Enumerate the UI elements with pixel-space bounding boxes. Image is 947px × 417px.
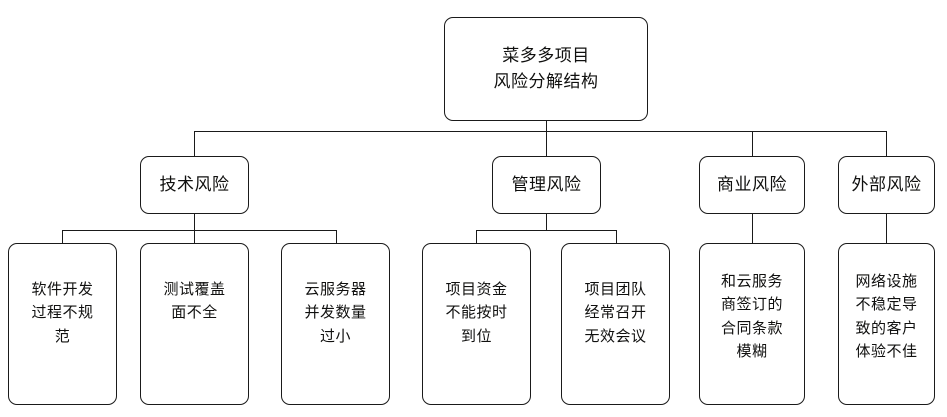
node-test-coverage[interactable]: 测试覆盖 面不全 — [140, 243, 249, 405]
node-software-dev-process-label: 软件开发 过程不规 范 — [31, 280, 94, 345]
node-root-label: 菜多多项目 风险分解结构 — [493, 45, 599, 92]
node-external-risk-label: 外部风险 — [851, 174, 922, 195]
connector-drop-external — [886, 131, 887, 156]
connector-root-stem — [546, 121, 547, 132]
connector-drop-technical — [194, 131, 195, 156]
node-unstable-network[interactable]: 网络设施 不稳定导 致的客户 体验不佳 — [838, 243, 935, 405]
node-software-dev-process[interactable]: 软件开发 过程不规 范 — [8, 243, 117, 405]
connector-drop-ineffective-meetings — [616, 230, 617, 243]
connector-drop-commercial — [752, 131, 753, 156]
node-technical-risk[interactable]: 技术风险 — [140, 156, 249, 214]
node-project-funding[interactable]: 项目资金 不能按时 到位 — [422, 243, 531, 405]
connector-drop-vague-contract-terms — [752, 214, 753, 243]
connector-management-bus — [476, 230, 616, 231]
connector-drop-project-funding — [476, 230, 477, 243]
node-cloud-server-concurrency[interactable]: 云服务器 并发数量 过小 — [281, 243, 390, 405]
node-test-coverage-label: 测试覆盖 面不全 — [163, 280, 226, 322]
connector-drop-management — [546, 131, 547, 156]
connector-drop-software-dev-process — [62, 230, 63, 243]
node-external-risk[interactable]: 外部风险 — [838, 156, 935, 214]
connector-drop-unstable-network — [886, 214, 887, 243]
connector-drop-cloud-server-concurrency — [336, 230, 337, 243]
node-management-risk-label: 管理风险 — [511, 174, 582, 195]
node-ineffective-meetings[interactable]: 项目团队 经常召开 无效会议 — [561, 243, 670, 405]
connector-level2-bus — [194, 131, 886, 132]
node-management-risk[interactable]: 管理风险 — [492, 156, 601, 214]
node-vague-contract-terms-label: 和云服务 商签订的 合同条款 模糊 — [720, 272, 783, 360]
connector-technical-stem — [194, 214, 195, 230]
node-project-funding-label: 项目资金 不能按时 到位 — [445, 280, 508, 345]
connector-technical-bus — [62, 230, 336, 231]
node-commercial-risk[interactable]: 商业风险 — [699, 156, 805, 214]
connector-drop-test-coverage — [194, 230, 195, 243]
node-vague-contract-terms[interactable]: 和云服务 商签订的 合同条款 模糊 — [699, 243, 805, 405]
node-technical-risk-label: 技术风险 — [159, 174, 230, 195]
node-commercial-risk-label: 商业风险 — [717, 174, 787, 195]
node-cloud-server-concurrency-label: 云服务器 并发数量 过小 — [304, 280, 367, 345]
node-ineffective-meetings-label: 项目团队 经常召开 无效会议 — [584, 280, 647, 345]
connector-management-stem — [546, 214, 547, 230]
node-unstable-network-label: 网络设施 不稳定导 致的客户 体验不佳 — [855, 272, 918, 360]
node-root[interactable]: 菜多多项目 风险分解结构 — [444, 17, 648, 121]
